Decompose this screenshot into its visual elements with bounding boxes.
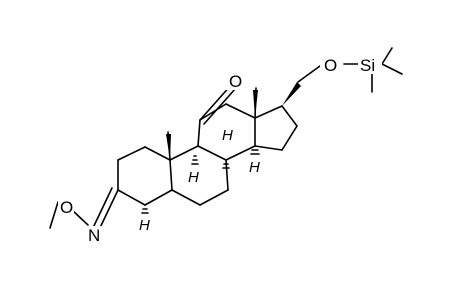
h14-label: H (249, 159, 260, 176)
ether-oxygen-label: O (324, 56, 337, 75)
methyl-bonds (167, 87, 257, 161)
silyl-ether-bonds (297, 47, 403, 93)
h9-label: H (188, 169, 199, 186)
ring-a-bonds (117, 146, 173, 206)
h5-label: H (139, 217, 150, 234)
h8-label: H (222, 127, 233, 144)
hydrogen-labels: H H H H (139, 127, 260, 234)
oxime-oxygen-label: O (60, 198, 73, 217)
ring-c-bonds (197, 103, 256, 161)
oxime-nitrogen-label: N (88, 226, 100, 245)
ring-d-bonds (254, 105, 298, 151)
atom-labels: O O Si N O (58, 56, 382, 245)
stereo-wedges (166, 82, 301, 160)
ring-b-bonds (169, 145, 229, 206)
silicon-label: Si (360, 56, 375, 75)
hashed-h-bonds (141, 149, 260, 214)
carbonyl-oxygen-label: O (229, 72, 242, 91)
oxime-bonds (49, 187, 119, 233)
